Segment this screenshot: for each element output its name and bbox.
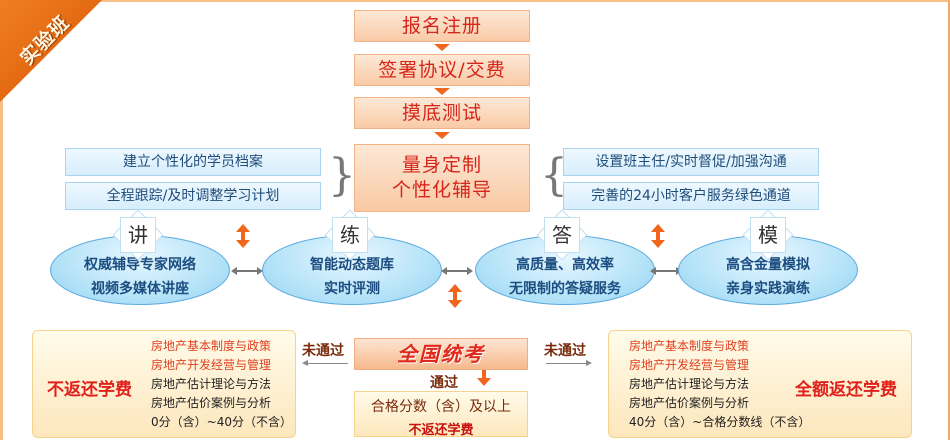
module-mock: 高含金量模拟 亲身实践演练 — [678, 235, 858, 305]
module-lecture-line1: 权威辅导专家网络 — [84, 257, 196, 273]
subject-item: 房地产开发经营与管理 — [151, 358, 272, 372]
badge-star-front — [750, 217, 786, 253]
module-practice-line2: 实时评测 — [324, 281, 380, 297]
subject-item: 房地产基本制度与政策 — [151, 339, 272, 353]
subject-item: 房地产估计理论与方法 — [629, 377, 750, 391]
right-arrow-icon — [546, 360, 592, 366]
module-answer-line2: 无限制的答疑服务 — [509, 281, 621, 297]
badge-star-front — [544, 217, 580, 253]
module-mock-badge: 模 — [758, 223, 778, 247]
no-refund-label: 不返还学费 — [47, 380, 132, 400]
national-exam-box: 全国统考 — [354, 338, 528, 370]
feature-class-teacher: 设置班主任/实时督促/加强沟通 — [563, 148, 819, 176]
custom-tutoring-box: 量身定制 个性化辅导 — [354, 144, 530, 212]
module-lecture-line2: 视频多媒体讲座 — [91, 281, 189, 297]
subject-item: 房地产估计理论与方法 — [151, 377, 272, 391]
fail-label-right: 未通过 — [544, 343, 586, 359]
pass-result-box: 合格分数（含）及以上 不返还学费 — [354, 391, 528, 438]
module-practice-line1: 智能动态题库 — [310, 257, 394, 273]
pass-condition: 合格分数（含）及以上 — [371, 399, 511, 415]
custom-line2: 个性化辅导 — [391, 179, 492, 201]
down-arrow-icon — [434, 88, 450, 95]
subject-item: 房地产估价案例与分析 — [151, 396, 272, 410]
step-placement-test: 摸底测试 — [354, 97, 530, 129]
double-arrow-icon — [441, 267, 473, 275]
right-brace-icon: } — [328, 150, 356, 201]
full-refund-label: 全额返还学费 — [795, 380, 897, 400]
left-arrow-icon — [302, 360, 348, 366]
module-answer-badge: 答 — [552, 223, 572, 247]
pass-refund: 不返还学费 — [408, 423, 474, 438]
subject-item: 房地产开发经营与管理 — [629, 358, 750, 372]
subject-item: 房地产估价案例与分析 — [629, 396, 750, 410]
subject-item: 房地产基本制度与政策 — [629, 339, 750, 353]
module-lecture-badge: 讲 — [128, 223, 148, 247]
feature-tracking-plan: 全程跟踪/及时调整学习计划 — [65, 182, 321, 210]
module-answer-line1: 高质量、高效率 — [516, 257, 614, 273]
badge-star-front — [120, 217, 156, 253]
down-arrow-icon — [434, 132, 450, 139]
double-arrow-icon — [650, 267, 682, 275]
full-refund-panel: 房地产基本制度与政策 房地产开发经营与管理 房地产估计理论与方法 房地产估价案例… — [608, 330, 912, 438]
step-sign-agreement: 签署协议/交费 — [354, 54, 530, 86]
step-register: 报名注册 — [354, 10, 530, 42]
feature-service-channel: 完善的24小时客户服务绿色通道 — [563, 182, 819, 210]
double-arrow-icon — [231, 267, 263, 275]
up-down-arrow-icon — [448, 284, 462, 308]
pass-label: 通过 — [430, 375, 458, 391]
up-down-arrow-icon — [236, 224, 250, 248]
score-range: 0分（含）~40分（不含） — [151, 415, 292, 429]
fail-label-left: 未通过 — [302, 343, 344, 359]
custom-line1: 量身定制 — [401, 154, 482, 176]
module-mock-line2: 亲身实践演练 — [726, 281, 810, 297]
feature-student-profile: 建立个性化的学员档案 — [65, 148, 321, 176]
down-arrow-icon — [434, 44, 450, 51]
module-practice-badge: 练 — [340, 223, 360, 247]
badge-star-front — [332, 217, 368, 253]
score-range: 40分（含）~合格分数线（不含） — [629, 415, 811, 429]
no-refund-panel: 不返还学费 房地产基本制度与政策 房地产开发经营与管理 房地产估计理论与方法 房… — [32, 330, 296, 438]
module-mock-line1: 高含金量模拟 — [726, 257, 810, 273]
up-down-arrow-icon — [651, 224, 665, 248]
pass-down-arrow-icon — [477, 370, 491, 386]
